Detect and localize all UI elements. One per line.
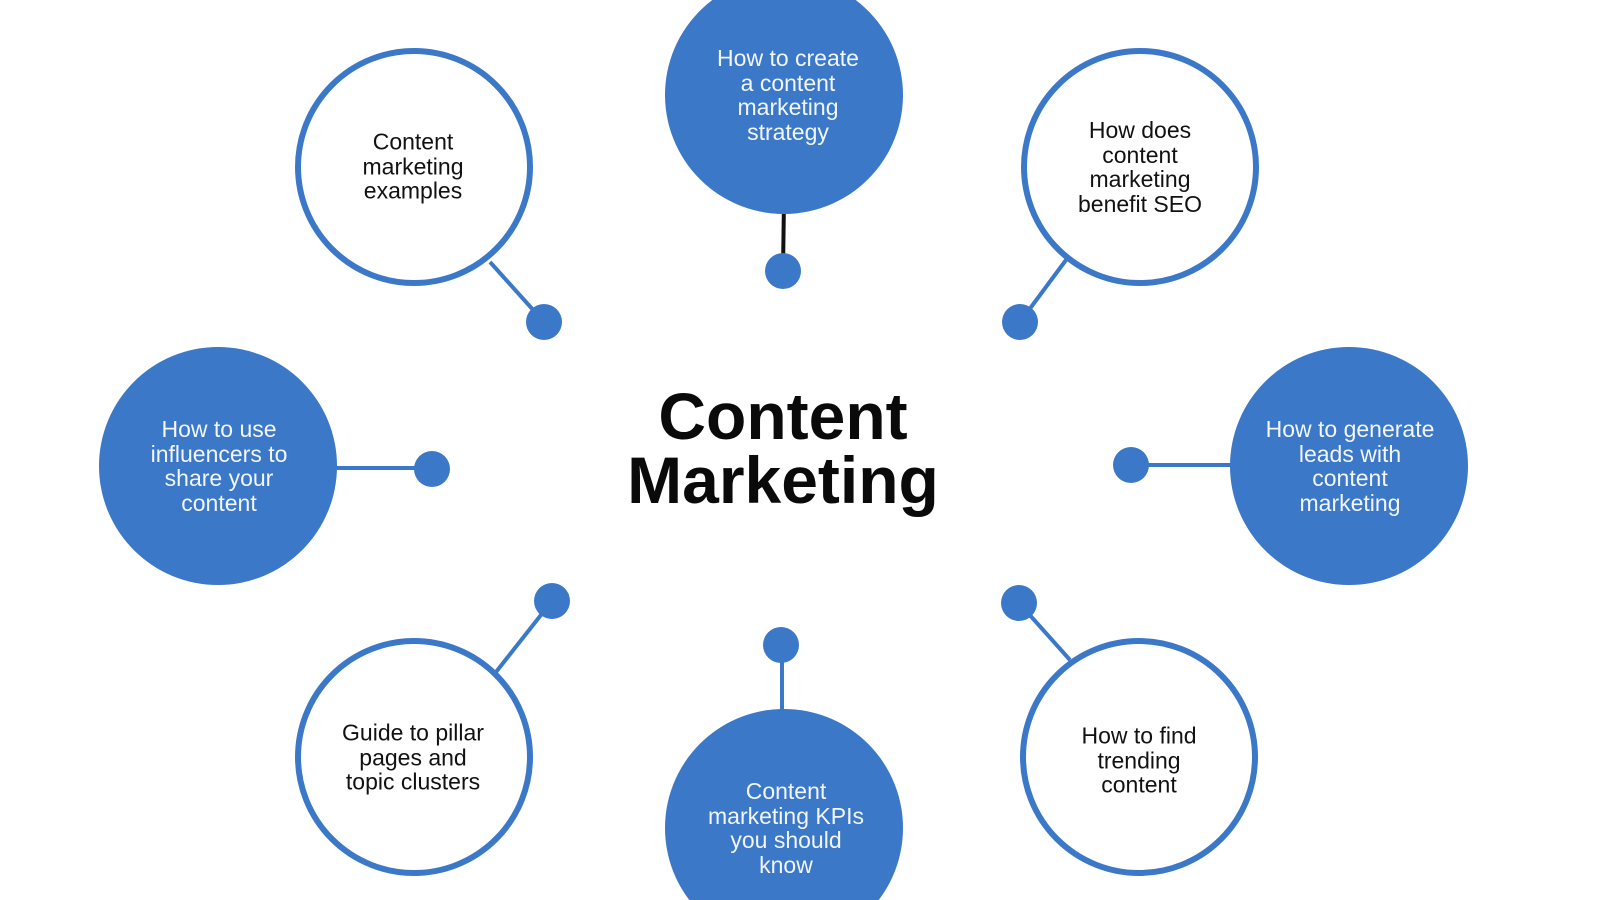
connector-dot: [1002, 304, 1038, 340]
topic-circle-filled: [1230, 347, 1468, 585]
topic-label: Guide to pillar pages and topic clusters: [342, 719, 484, 795]
topic-circle-filled: [665, 709, 904, 900]
connector-dot: [765, 253, 801, 289]
topic-circle-outline: [1020, 638, 1258, 876]
connector-dot: [1001, 585, 1037, 621]
topic-circle-outline: [1021, 48, 1259, 286]
connector-dot: [763, 627, 799, 663]
topic-label: How to generate leads with content marke…: [1265, 416, 1435, 516]
topic-circle-filled: [99, 347, 337, 585]
topic-circle-filled: [665, 0, 904, 214]
topic-label: How does content marketing benefit SEO: [1077, 117, 1203, 217]
topic-label: Content marketing KPIs you should know: [708, 778, 864, 878]
topic-label: How to use influencers to share your con…: [150, 416, 288, 516]
topic-label: Content marketing examples: [362, 128, 464, 204]
topic-circle-outline: [295, 638, 533, 876]
topic-circle-outline: [295, 48, 533, 286]
central-title: Content Marketing: [627, 379, 939, 517]
connector-dot: [534, 583, 570, 619]
topic-label: How to find trending content: [1081, 722, 1197, 798]
connector-dot: [1113, 447, 1149, 483]
topic-label: How to create a content marketing strate…: [717, 45, 859, 145]
connector-dot: [526, 304, 562, 340]
connector-dot: [414, 451, 450, 487]
